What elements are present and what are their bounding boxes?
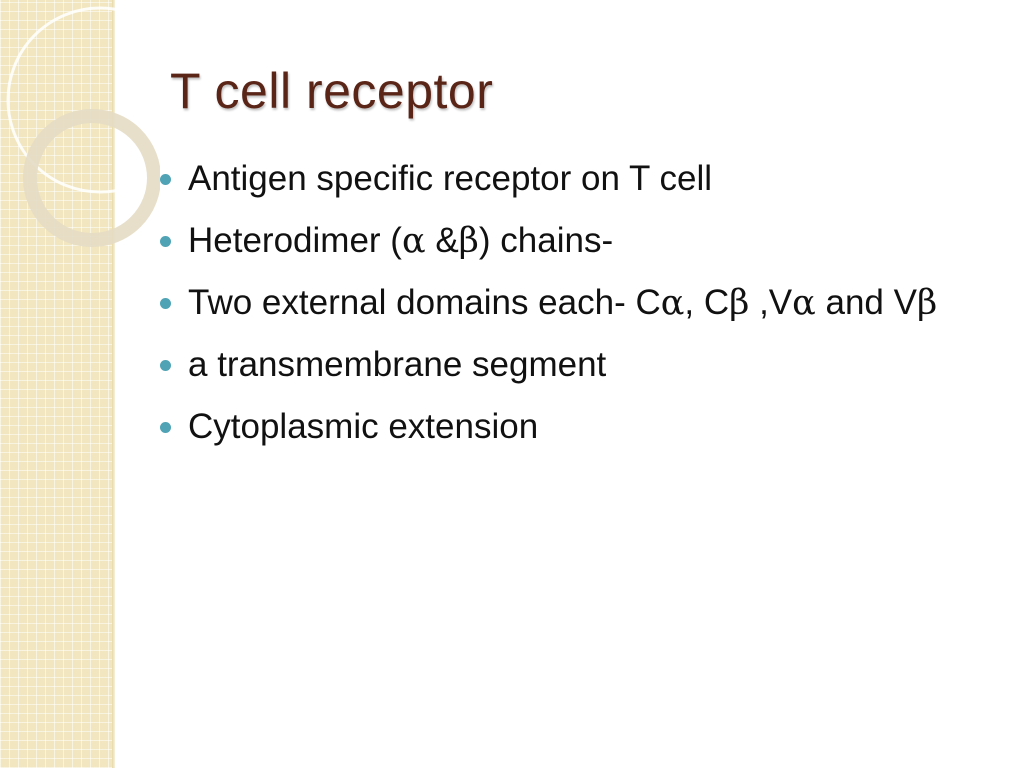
decorative-rings: [6, 6, 160, 247]
bullet-text: Antigen specific receptor on T cell: [188, 159, 712, 198]
bullet-dot-icon: [160, 422, 171, 433]
bullet-item: Antigen specific receptor on T cell: [160, 152, 980, 206]
bullet-list: Antigen specific receptor on T cell Hete…: [160, 152, 980, 462]
bullet-text: a transmembrane segment: [188, 345, 607, 384]
bullet-dot-icon: [160, 360, 171, 371]
bullet-item: Two external domains each- Cα, Cβ ,Vα an…: [160, 276, 980, 330]
side-panel-edge: [112, 0, 115, 768]
bullet-text: Heterodimer (α &β) chains-: [188, 221, 614, 261]
bullet-dot-icon: [160, 298, 171, 309]
bullet-item: Cytoplasmic extension: [160, 400, 980, 454]
bullet-item: a transmembrane segment: [160, 338, 980, 392]
greek-symbol: β: [458, 221, 479, 261]
greek-symbol: β: [916, 283, 938, 323]
greek-symbol: α: [660, 283, 685, 323]
slide-title: T cell receptor: [170, 63, 494, 119]
greek-symbol: α: [401, 221, 426, 261]
bullet-text: Two external domains each- Cα, Cβ ,Vα an…: [188, 283, 938, 323]
bullet-dot-icon: [160, 174, 171, 185]
bullet-item: Heterodimer (α &β) chains-: [160, 214, 980, 268]
greek-symbol: α: [792, 283, 816, 323]
bullet-text: Cytoplasmic extension: [188, 407, 539, 446]
bullet-dot-icon: [160, 236, 171, 247]
decorative-ring-small: [23, 109, 160, 247]
decorative-ring-large: [6, 6, 160, 194]
greek-symbol: β: [729, 283, 750, 323]
